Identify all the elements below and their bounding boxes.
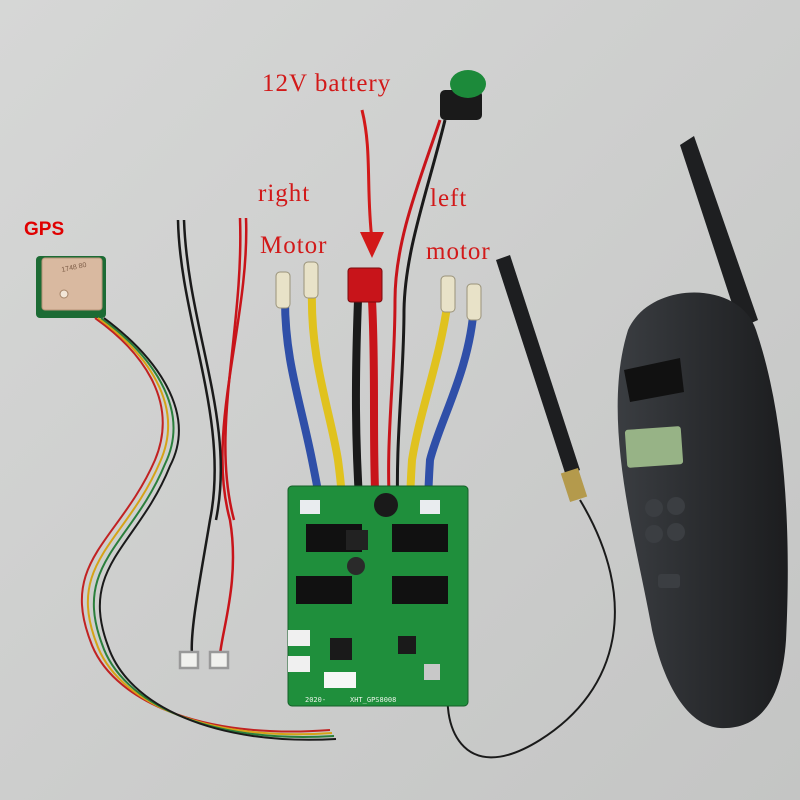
battery-arrow xyxy=(360,109,384,258)
terminal-connector xyxy=(275,271,291,309)
mosfet xyxy=(392,576,420,604)
gps-antenna-patch xyxy=(41,257,103,311)
mosfet xyxy=(392,524,420,552)
connector-plug xyxy=(178,650,200,670)
controller-board xyxy=(287,485,469,707)
gps-label: GPS xyxy=(24,219,65,240)
remote-control xyxy=(617,136,788,729)
gps-module: 1748 80 xyxy=(36,256,106,318)
terminal-connector xyxy=(303,261,319,299)
right-motor-label-line2: Motor xyxy=(260,232,328,259)
remote-button xyxy=(667,497,685,515)
remote-display xyxy=(624,426,684,468)
left-motor-label-line2: motor xyxy=(426,238,491,265)
remote-antenna xyxy=(680,136,758,328)
remote-button xyxy=(645,525,663,543)
switch-cable xyxy=(387,119,447,516)
remote-body xyxy=(617,292,788,729)
remote-button xyxy=(667,523,685,541)
mosfet xyxy=(306,524,334,552)
whip-antenna xyxy=(446,255,616,759)
mosfet xyxy=(420,576,448,604)
gps-cable xyxy=(80,317,337,741)
remote-button xyxy=(658,574,680,588)
power-switch xyxy=(440,70,486,120)
left-motor-label-line1: left xyxy=(430,185,468,212)
connector-plug xyxy=(208,650,230,670)
loose-wire-pair xyxy=(176,217,248,670)
board-silkscreen-date: 2020- xyxy=(305,696,326,704)
remote-button xyxy=(645,499,663,517)
t-plug-connector xyxy=(347,267,383,303)
terminal-connector xyxy=(466,283,482,321)
board-silkscreen-model: XHT_GPS8008 xyxy=(350,696,396,704)
mosfet xyxy=(420,524,448,552)
switch-button xyxy=(450,70,486,98)
mosfet xyxy=(324,576,352,604)
right-motor-label-line1: right xyxy=(258,180,311,207)
terminal-connector xyxy=(440,275,456,313)
battery-label: 12V battery xyxy=(262,70,392,97)
mosfet xyxy=(296,576,324,604)
remote-thumbwheel xyxy=(624,358,684,402)
